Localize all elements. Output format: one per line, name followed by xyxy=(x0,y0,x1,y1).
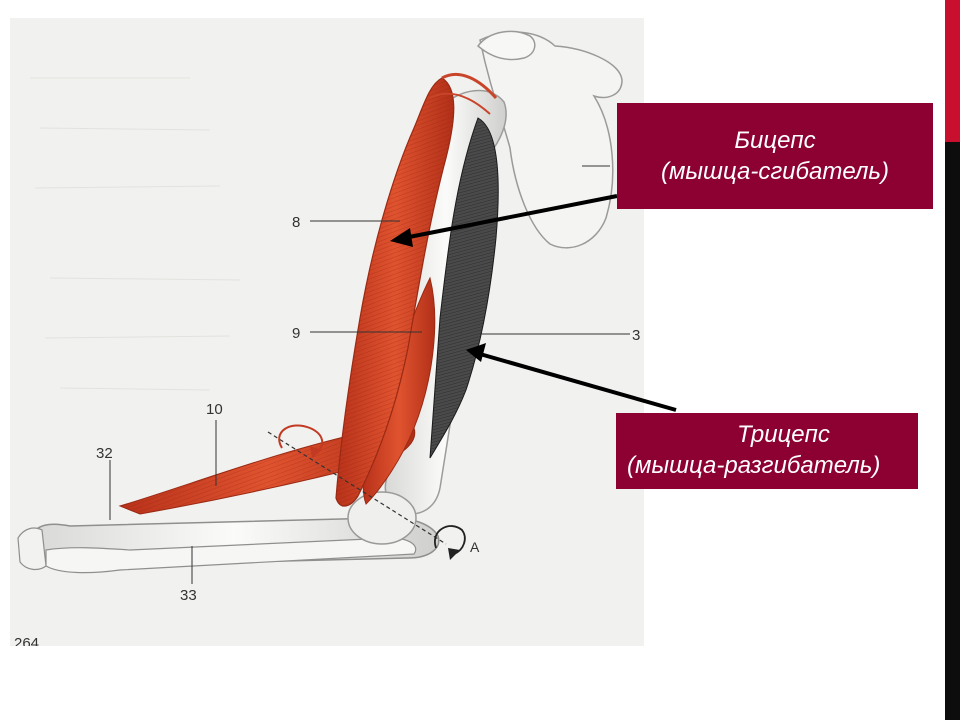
accent-bar-black xyxy=(945,142,960,720)
rotation-arrowhead-upper xyxy=(310,446,322,458)
rotation-arrow-lower xyxy=(434,525,466,555)
page-number: 264 xyxy=(14,635,39,646)
rotation-axis-line xyxy=(267,431,447,545)
figure-number-32: 32 xyxy=(96,445,113,462)
biceps-tendon-short xyxy=(429,92,491,115)
anatomy-figure: 8 9 3 10 32 33 A 264 xyxy=(10,18,644,646)
triceps-label-title: Трицепс xyxy=(737,421,830,448)
elbow-joint xyxy=(347,491,417,545)
wrist xyxy=(17,527,47,571)
figure-number-8: 8 xyxy=(292,214,300,231)
biceps-arrowhead xyxy=(390,228,413,247)
triceps-arrowhead xyxy=(466,343,486,362)
scapula xyxy=(479,31,623,249)
figure-number-33: 33 xyxy=(180,587,197,604)
accent-bar-red xyxy=(945,0,960,142)
biceps-tendon-long xyxy=(441,72,498,99)
axis-letter-a: A xyxy=(470,539,480,555)
figure-number-10: 10 xyxy=(206,401,223,418)
triceps-fibers xyxy=(430,118,499,458)
triceps-arrow-line xyxy=(479,352,677,412)
biceps-label-title: Бицепс xyxy=(734,127,816,154)
biceps-arrow-line xyxy=(403,194,618,240)
paper-texture xyxy=(30,77,241,391)
biceps-label: Бицепс (мышца-сгибатель) xyxy=(617,103,933,209)
biceps-label-subtitle: (мышца-сгибатель) xyxy=(660,158,890,185)
biceps-fibers xyxy=(336,78,454,507)
arm-muscles-illustration: 8 9 3 10 32 33 A 264 xyxy=(14,30,640,646)
figure-number-3: 3 xyxy=(632,327,640,344)
leader-lines xyxy=(109,165,630,584)
triceps-label-subtitle: (мышца-разгибатель) xyxy=(627,452,881,479)
rotation-arrow-upper xyxy=(278,424,324,453)
rotation-arrowhead-lower xyxy=(448,548,460,560)
figure-number-9: 9 xyxy=(292,325,300,342)
radius-bone xyxy=(45,537,417,574)
acromion xyxy=(476,30,536,61)
triceps-label: Трицепс (мышца-разгибатель) xyxy=(616,413,918,489)
